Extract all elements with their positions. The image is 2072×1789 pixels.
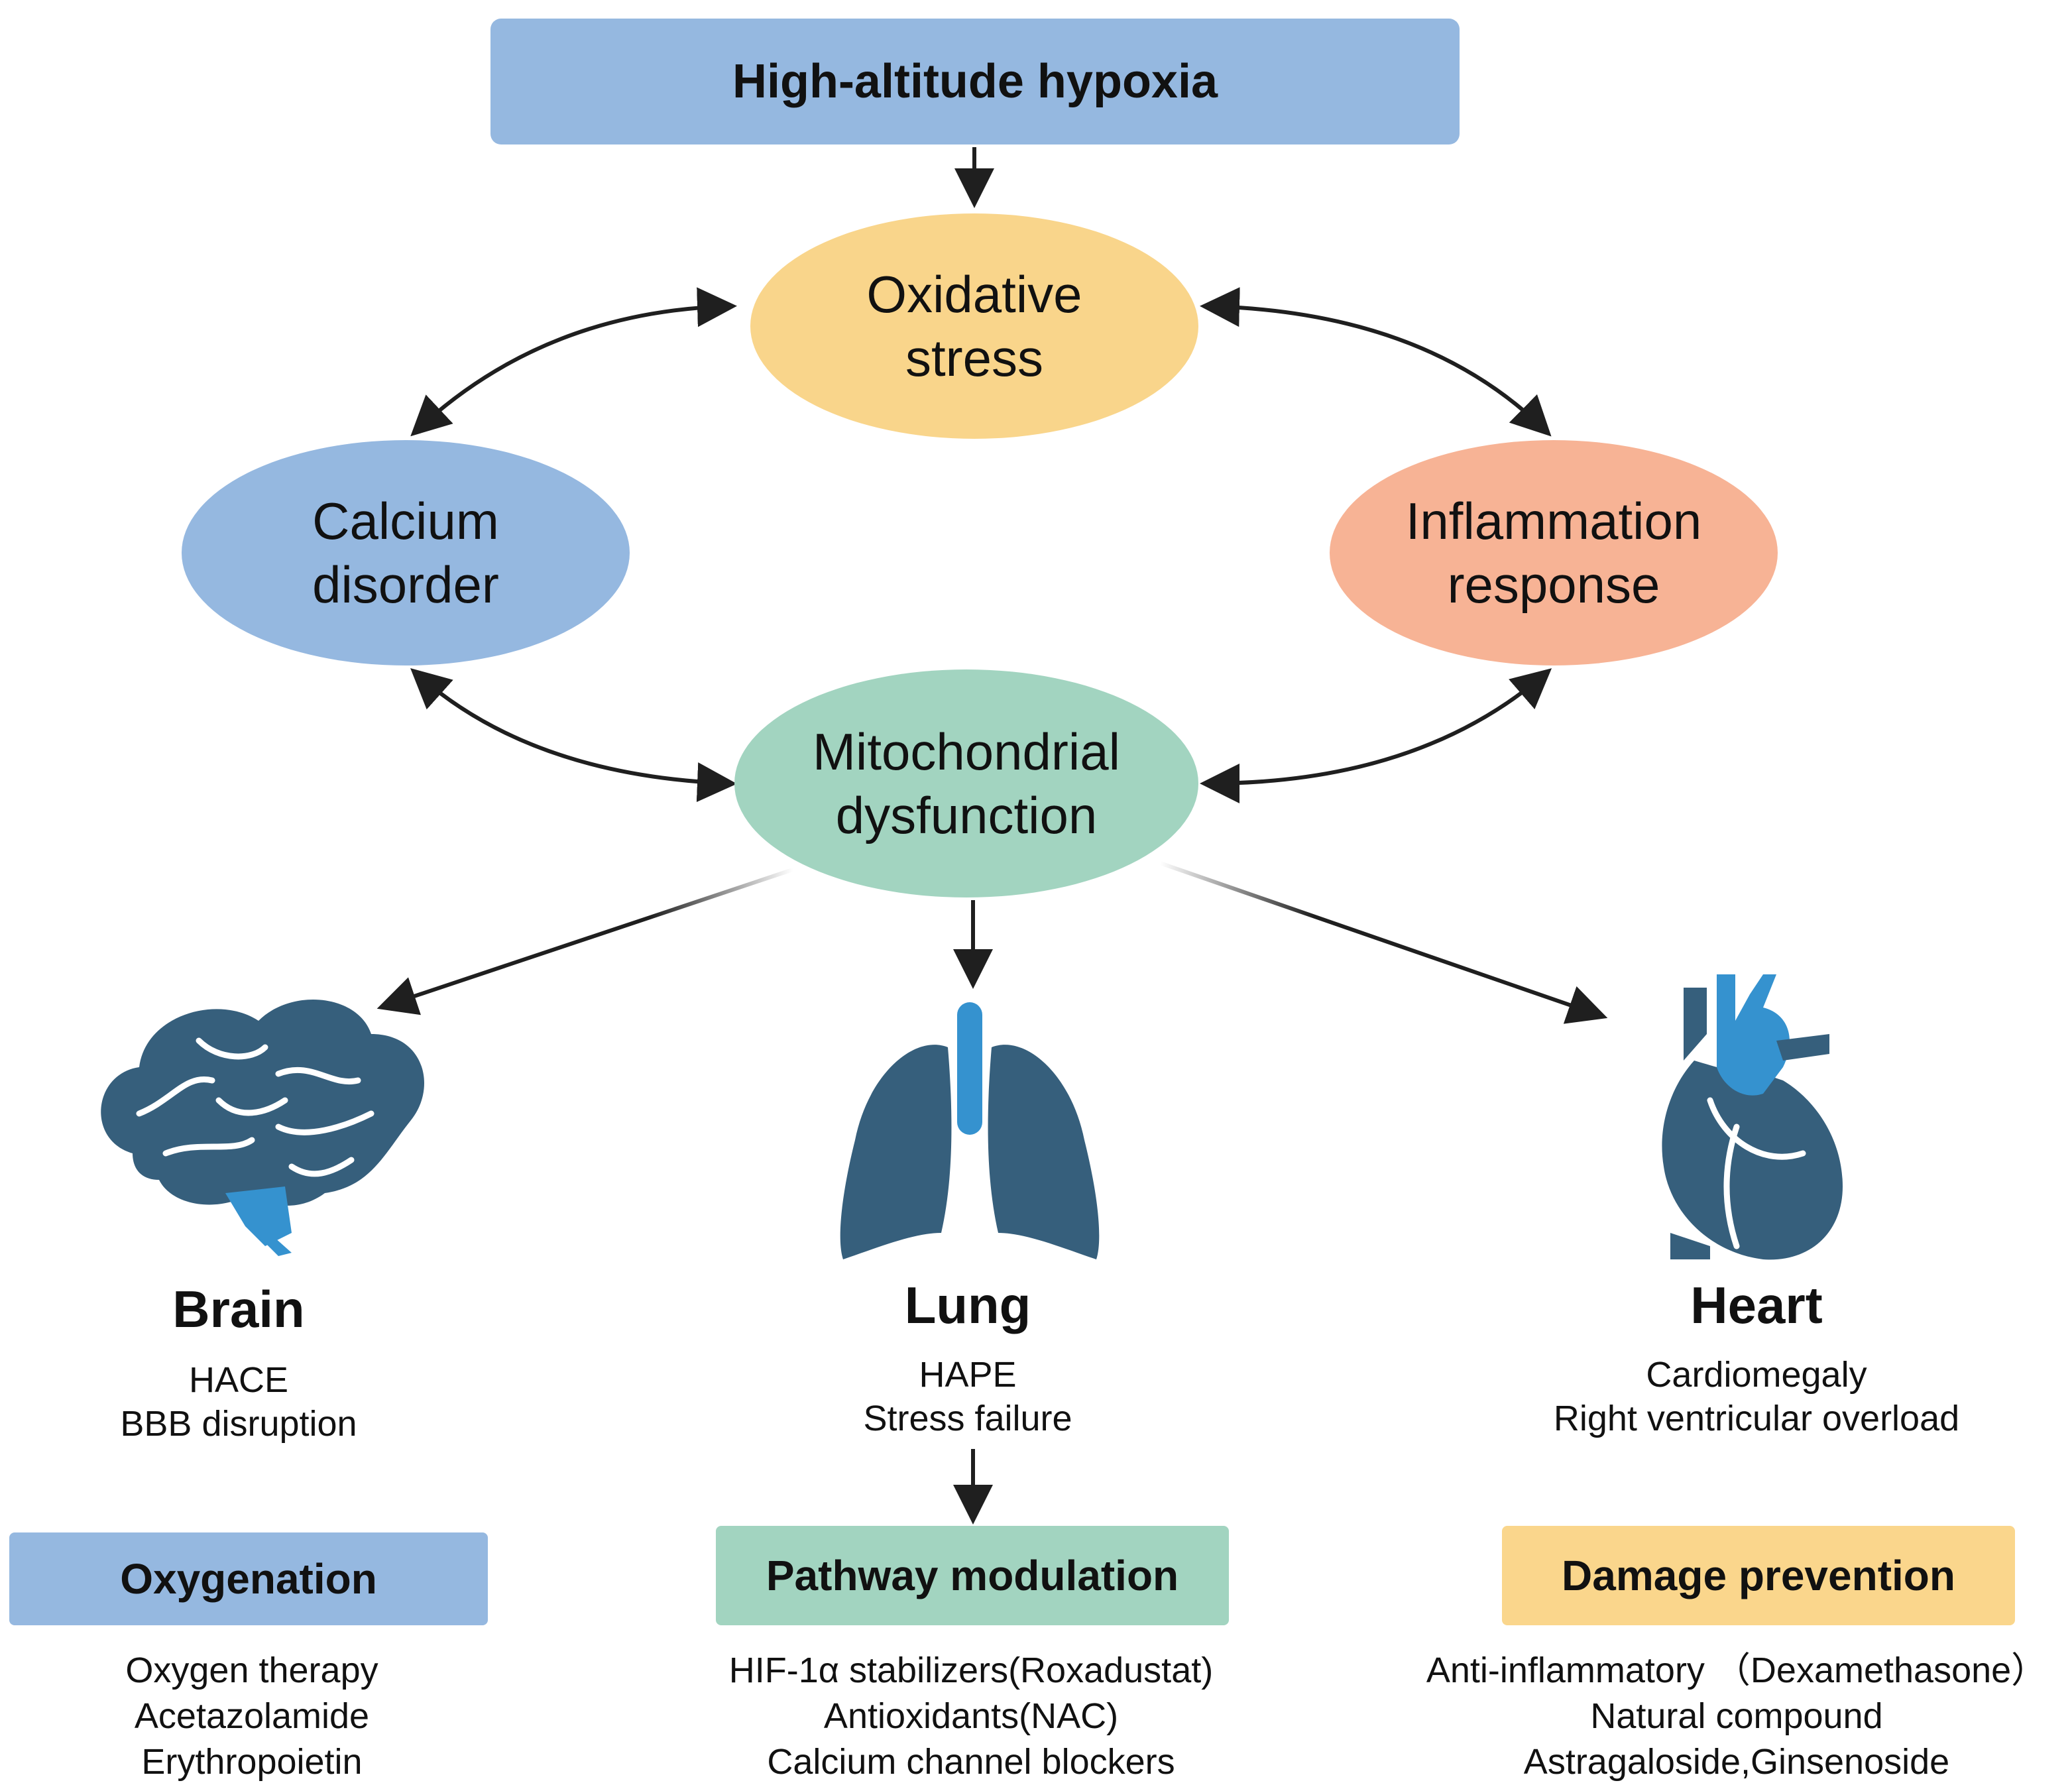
list-item: Acetazolamide — [134, 1696, 370, 1736]
arrow-calcium-mitochondrial — [410, 667, 737, 803]
brain-title: Brain — [172, 1280, 305, 1338]
arrow-to-brain — [376, 868, 793, 1015]
list-item: Astragaloside,Ginsenoside — [1523, 1742, 1950, 1782]
inflammation-line1: Inflammation — [1405, 492, 1702, 550]
heart-effect-2: Right ventricular overload — [1553, 1399, 1960, 1438]
damage-prevention-box: Damage prevention — [1502, 1526, 2015, 1625]
list-item: Calcium channel blockers — [767, 1742, 1175, 1782]
oxygenation-box: Oxygenation — [9, 1532, 488, 1625]
damage-title: Damage prevention — [1562, 1552, 1955, 1599]
pathway-modulation-box: Pathway modulation — [716, 1526, 1229, 1625]
inflammation-line2: response — [1447, 555, 1660, 614]
arrow-oxidative-inflammation — [1200, 287, 1552, 437]
heart-section: Heart Cardiomegaly Right ventricular ove… — [1491, 1275, 2022, 1440]
hypoxia-title: High-altitude hypoxia — [732, 55, 1218, 108]
arrow-to-heart — [1159, 861, 1608, 1024]
list-item: HIF-1α stabilizers(Roxadustat) — [728, 1650, 1214, 1690]
list-item: Natural compound — [1590, 1696, 1883, 1736]
hypoxia-box: High-altitude hypoxia — [490, 19, 1460, 144]
mitochondrial-line1: Mitochondrial — [813, 722, 1120, 781]
oxygenation-title: Oxygenation — [120, 1555, 377, 1603]
brain-effect-1: HACE — [188, 1360, 289, 1400]
lung-section: Lung HAPE Stress failure — [769, 1275, 1167, 1440]
oxidative-stress-node: Oxidative stress — [750, 213, 1198, 439]
pathway-list: HIF-1α stabilizers(Roxadustat) Antioxida… — [663, 1648, 1279, 1785]
lung-effect-2: Stress failure — [863, 1399, 1072, 1438]
list-item: Oxygen therapy — [125, 1650, 378, 1690]
damage-list: Anti-inflammatory （Dexamethasone） Natura… — [1412, 1648, 2061, 1785]
arrow-oxidative-calcium — [410, 287, 737, 437]
heart-icon — [1662, 974, 1843, 1260]
mitochondrial-line2: dysfunction — [835, 786, 1098, 844]
oxygenation-list: Oxygen therapy Acetazolamide Erythropoie… — [20, 1648, 484, 1785]
brain-icon — [101, 999, 425, 1256]
brain-effect-2: BBB disruption — [120, 1404, 357, 1444]
lungs-icon — [840, 1002, 1100, 1259]
heart-effect-1: Cardiomegaly — [1646, 1355, 1867, 1395]
list-item: Antioxidants(NAC) — [823, 1696, 1119, 1736]
pathway-title: Pathway modulation — [766, 1552, 1179, 1599]
list-item: Anti-inflammatory （Dexamethasone） — [1426, 1650, 2047, 1690]
lung-title: Lung — [904, 1276, 1031, 1334]
calcium-line2: disorder — [312, 555, 499, 614]
arrow-inflammation-mitochondrial — [1200, 668, 1552, 803]
brain-section: Brain HACE BBB disruption — [40, 1279, 437, 1446]
oxidative-line2: stress — [905, 329, 1043, 387]
list-item: Erythropoietin — [141, 1742, 363, 1782]
calcium-line1: Calcium — [312, 492, 499, 550]
oxidative-line1: Oxidative — [866, 265, 1082, 323]
lung-effect-1: HAPE — [919, 1355, 1017, 1395]
heart-title: Heart — [1690, 1276, 1823, 1334]
